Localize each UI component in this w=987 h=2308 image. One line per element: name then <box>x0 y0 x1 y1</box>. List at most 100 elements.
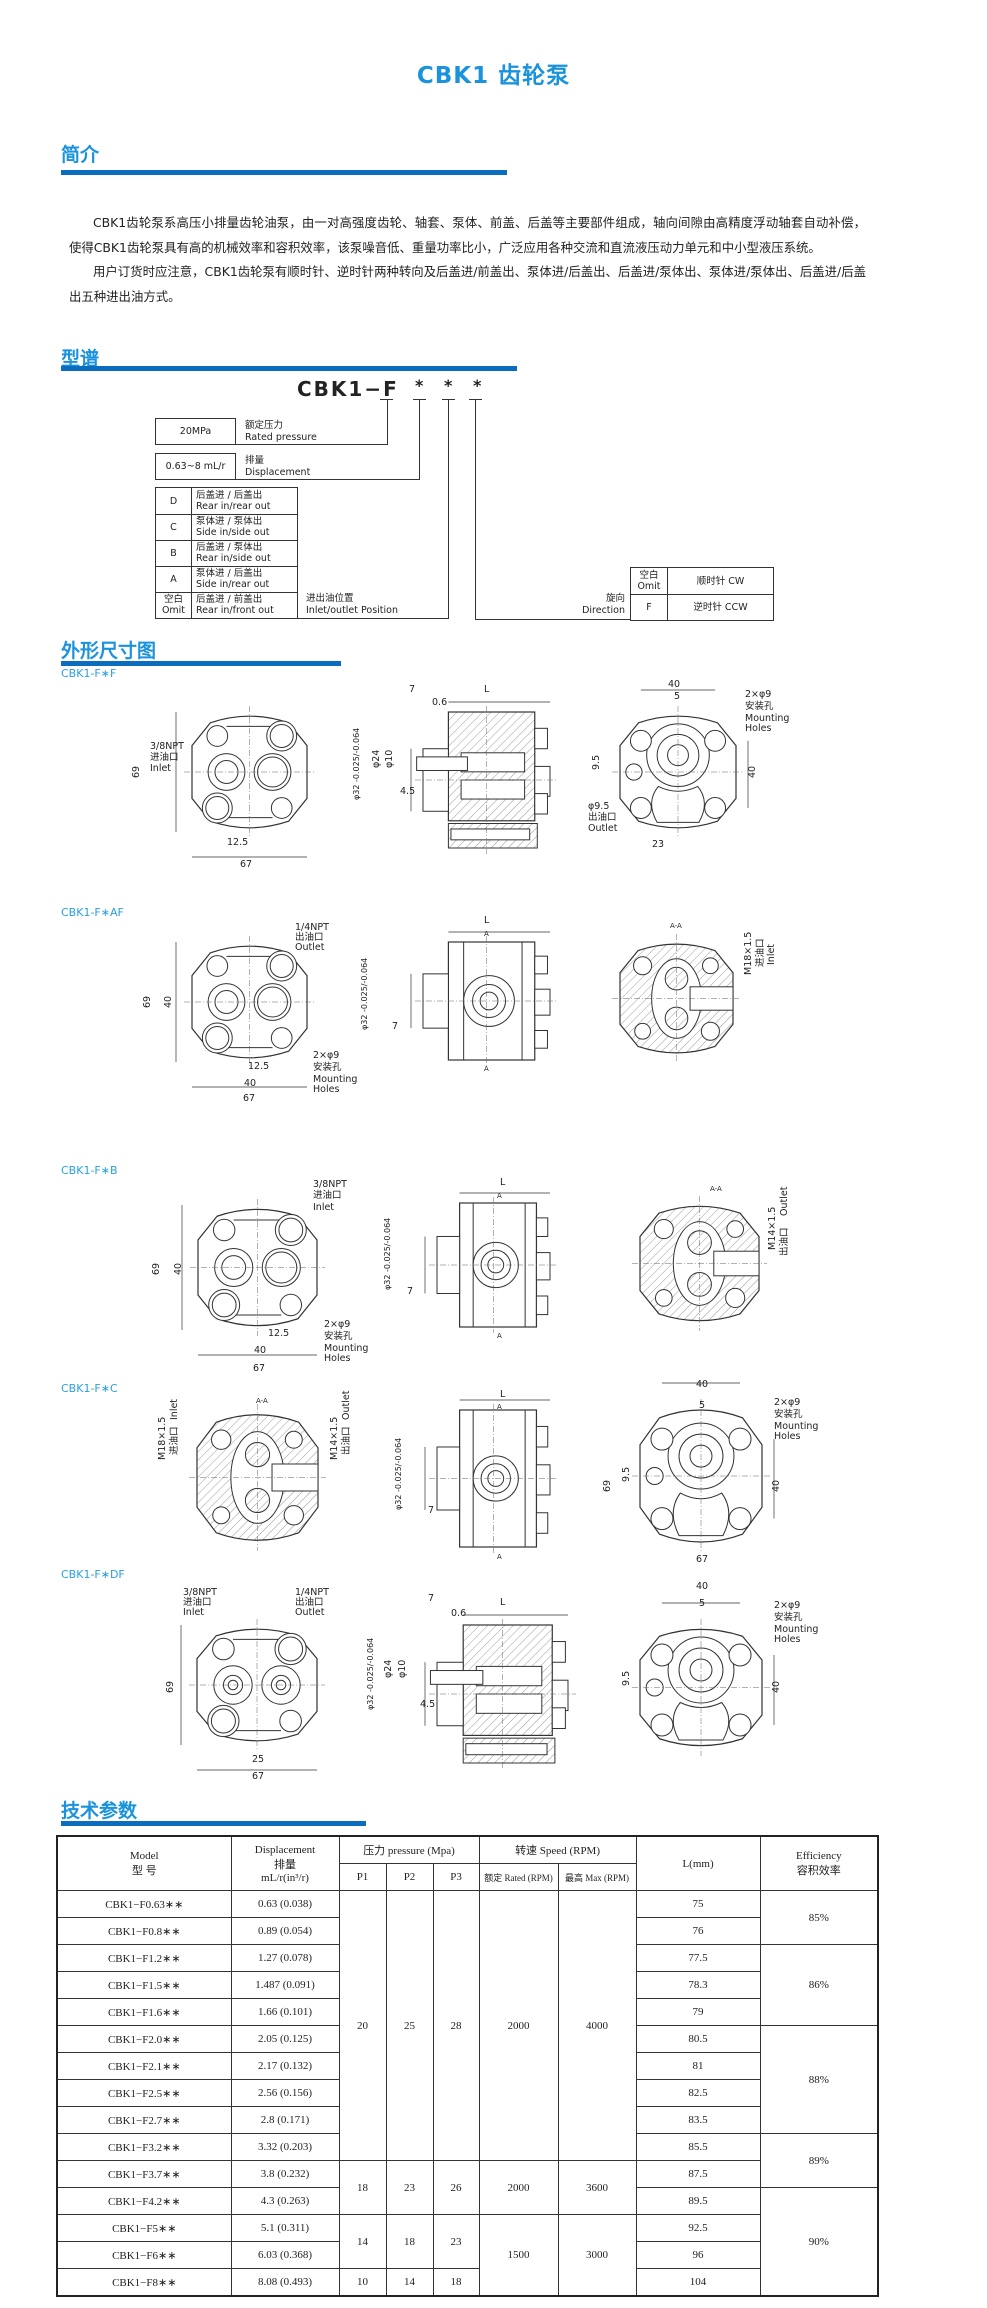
outlet-kidney <box>651 785 705 823</box>
dim-hole-spacing: 40 <box>696 1581 709 1592</box>
outlet-label-zh: 出油口 <box>588 812 617 823</box>
inlet-label-en: Inlet <box>766 943 777 965</box>
cell-length: 79 <box>635 1998 761 2026</box>
section-mark: A <box>497 1403 502 1411</box>
cap-bolt <box>551 1641 566 1663</box>
leader-line <box>475 619 630 620</box>
rear-port <box>535 1464 551 1496</box>
rear-view-drawing <box>612 689 749 838</box>
technical-drawing <box>189 1404 326 1551</box>
tie-bolt <box>450 828 531 841</box>
leader-line <box>380 399 393 400</box>
dim-flange: 7 <box>409 684 416 695</box>
direction-code: 空白 <box>639 570 659 581</box>
header-p1: P1 <box>338 1863 387 1891</box>
cap-bolt <box>535 1512 549 1534</box>
variant-title: CBK1-F∗DF <box>61 1568 125 1581</box>
cell-rated-speed: 2000 <box>478 2160 559 2215</box>
leader-line <box>235 479 420 480</box>
dim-key: 5 <box>699 1598 706 1609</box>
mounting-holes-label: 2×φ9 <box>745 689 772 700</box>
cell-p1: 14 <box>338 2214 387 2269</box>
cell-model: CBK1−F8∗∗ <box>56 2268 232 2297</box>
model-code: CBK1−F <box>297 377 399 401</box>
cell-p3: 23 <box>432 2214 480 2269</box>
table-header-row: P1 P2 P3 额定 Rated (RPM) 最高 Max (RPM) <box>57 1863 878 1891</box>
mounting-holes-en: Mounting Holes <box>313 1074 358 1095</box>
threaded-hole <box>726 1220 745 1238</box>
header-disp-en: Displacement <box>254 1843 316 1856</box>
technical-drawing <box>424 1399 558 1553</box>
variant-title: CBK1-F∗F <box>61 667 117 680</box>
mounting-holes-zh: 安装孔 <box>774 1612 803 1623</box>
mounting-hole <box>650 1507 674 1531</box>
mounting-hole <box>728 1643 752 1667</box>
section-mark: A <box>497 1553 502 1561</box>
cell-efficiency: 89% <box>759 2133 879 2188</box>
cell-max-speed: 3000 <box>557 2214 637 2297</box>
inlet-thread-label: 3/8NPT <box>150 741 184 752</box>
pressure-label-zh: 额定压力 <box>245 420 284 431</box>
header-model-en: Model <box>129 1849 159 1862</box>
bolt-hole <box>206 955 229 977</box>
table-row: CBK1−F0.8∗∗0.89 (0.054)76 <box>56 1917 878 1945</box>
dim-shaft-offset: 4.5 <box>400 786 416 797</box>
cell-p2: 18 <box>385 2214 434 2269</box>
section-a-a-drawing <box>612 934 741 1063</box>
dim-flange: 7 <box>407 1286 414 1297</box>
dim-width: 67 <box>253 1363 266 1374</box>
technical-drawing <box>632 1602 775 1756</box>
dim-shaft-diameter: φ24 <box>383 1659 394 1678</box>
dim-pilot-diameter: φ32 -0.025/-0.064 <box>360 957 369 1030</box>
mounting-hole <box>650 1427 674 1451</box>
dim-length: L <box>484 684 490 695</box>
outlet-label-zh: 出油口 <box>341 1426 352 1455</box>
dim-length: L <box>500 1177 506 1188</box>
dim-length: L <box>500 1597 506 1608</box>
outlet-label-zh: 出油口 <box>779 1227 790 1256</box>
dim-shaft-offset: 9.5 <box>621 1466 632 1482</box>
cell-model: CBK1−F3.7∗∗ <box>56 2160 232 2188</box>
table-row: CBK1−F2.1∗∗2.17 (0.132)81 <box>56 2052 878 2080</box>
cell-model: CBK1−F0.63∗∗ <box>56 1890 232 1918</box>
mounting-holes-en: Mounting Holes <box>324 1343 369 1364</box>
port-hole <box>210 1708 236 1734</box>
mounting-hole <box>728 1507 752 1531</box>
cap-bolt <box>534 955 548 975</box>
direction-label-zh: 旋向 <box>605 593 625 604</box>
technical-drawing <box>424 1192 558 1333</box>
dim-width: 67 <box>240 859 253 870</box>
cell-p3: 18 <box>432 2268 480 2297</box>
dim-flange: 7 <box>392 1021 399 1032</box>
position-en: Side in/side out <box>196 527 270 538</box>
front-view-drawing <box>175 936 315 1088</box>
dim-key: 5 <box>674 691 681 702</box>
outlet-label-zh: 出油口 <box>295 1597 324 1608</box>
cell-length: 75 <box>635 1890 761 1918</box>
cap-bolt <box>534 727 548 750</box>
outlet-kidney <box>672 1701 730 1741</box>
outlet-label-en: Outlet <box>588 823 618 834</box>
outlet-label-en: Outlet <box>295 942 325 953</box>
direction-label-en: Direction <box>582 605 625 616</box>
page-title: CBK1 齿轮泵 <box>416 63 571 89</box>
cell-length: 80.5 <box>635 2025 761 2053</box>
variant-title: CBK1-F∗AF <box>61 906 124 919</box>
section-divider <box>61 170 507 175</box>
cell-displacement: 2.8 (0.171) <box>230 2106 340 2134</box>
cell-efficiency: 85% <box>759 1890 879 1945</box>
header-rated: 额定 Rated (RPM) <box>478 1863 559 1891</box>
dim-pilot-diameter: φ32 -0.025/-0.064 <box>383 1217 392 1290</box>
cell-displacement: 2.56 (0.156) <box>230 2079 340 2107</box>
cell-length: 81 <box>635 2052 761 2080</box>
outlet-label-zh: 出油口 <box>295 932 324 943</box>
displacement-value: 0.63~8 mL/r <box>165 461 226 472</box>
tie-bolt <box>465 1743 548 1756</box>
section-mark: A <box>484 1065 489 1073</box>
inlet-thread-label: M18×1.5 <box>743 931 754 975</box>
section-heading-specs: 技术参数 <box>61 1800 138 1822</box>
cell-model: CBK1−F6∗∗ <box>56 2241 232 2269</box>
section-title: A-A <box>670 922 682 930</box>
table-row: CBK1−F2.7∗∗2.8 (0.171)83.5 <box>56 2106 878 2134</box>
